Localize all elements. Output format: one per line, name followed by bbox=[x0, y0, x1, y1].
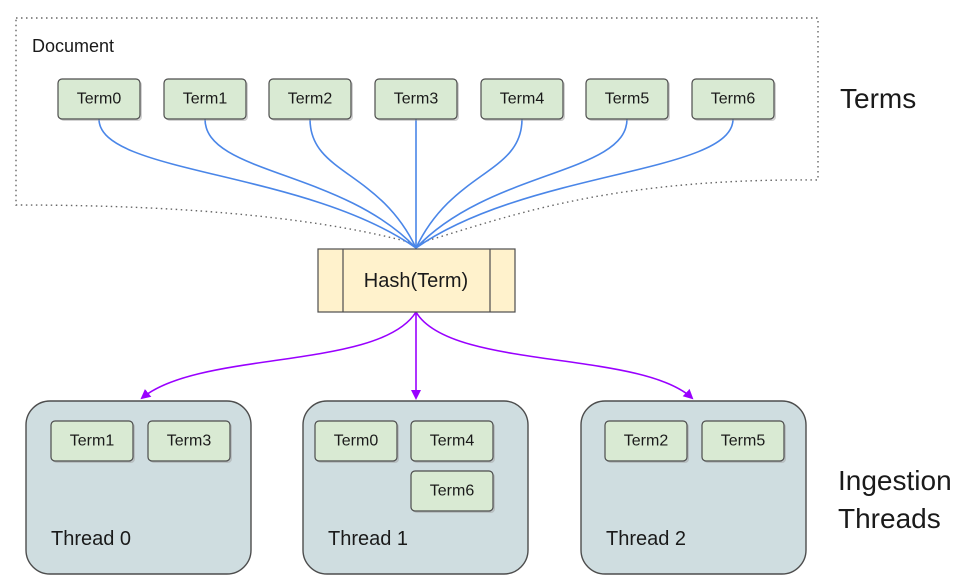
hash-to-thread-0-edge bbox=[140, 311, 417, 400]
document-term-3-label: Term3 bbox=[394, 91, 439, 108]
document-term-0: Term0 bbox=[57, 78, 142, 121]
document-term-0-label: Term0 bbox=[77, 91, 122, 108]
document-term-2-label: Term2 bbox=[288, 91, 333, 108]
ingestion-threads-label-line2: Threads bbox=[838, 503, 941, 534]
thread-1-term-2-label: Term6 bbox=[430, 483, 475, 500]
thread-1-label: Thread 1 bbox=[328, 528, 408, 550]
thread-0-term-0: Term1 bbox=[50, 420, 135, 463]
document-term-4: Term4 bbox=[480, 78, 565, 121]
document-term-5-label: Term5 bbox=[605, 91, 650, 108]
document-term-6: Term6 bbox=[691, 78, 776, 121]
hash-function-box: Hash(Term) bbox=[317, 248, 516, 313]
document-term-1-label: Term1 bbox=[183, 91, 228, 108]
thread-1-term-0-label: Term0 bbox=[334, 433, 379, 450]
thread-1-term-1-label: Term4 bbox=[430, 433, 475, 450]
terms-side-label: Terms bbox=[840, 83, 916, 114]
hash-function-label: Hash(Term) bbox=[364, 270, 468, 292]
thread-0-term-1: Term3 bbox=[147, 420, 232, 463]
document-term-6-label: Term6 bbox=[711, 91, 756, 108]
document-region bbox=[15, 17, 819, 245]
thread-0-term-0-label: Term1 bbox=[70, 433, 115, 450]
thread-2-term-0: Term2 bbox=[604, 420, 689, 463]
document-label: Document bbox=[32, 36, 114, 56]
ingestion-threads-label-line1: Ingestion bbox=[838, 465, 952, 496]
term-4-to-hash-edge bbox=[415, 118, 523, 249]
document-term-4-label: Term4 bbox=[500, 91, 545, 108]
hash-to-thread-edges bbox=[140, 311, 694, 400]
thread-0-label: Thread 0 bbox=[51, 528, 131, 550]
term-2-to-hash-edge bbox=[309, 118, 417, 249]
term-0-to-hash-edge bbox=[98, 118, 417, 249]
thread-1-term-0: Term0 bbox=[314, 420, 399, 463]
thread-2-term-0-label: Term2 bbox=[624, 433, 669, 450]
document-term-5: Term5 bbox=[585, 78, 670, 121]
thread-2-label: Thread 2 bbox=[606, 528, 686, 550]
thread-1-term-2: Term6 bbox=[410, 470, 495, 513]
document-term-3: Term3 bbox=[374, 78, 459, 121]
term-5-to-hash-edge bbox=[415, 118, 628, 249]
thread-2-term-1-label: Term5 bbox=[721, 433, 766, 450]
hash-to-thread-2-edge bbox=[415, 311, 694, 400]
term-to-hash-edges bbox=[98, 118, 734, 249]
document-term-1: Term1 bbox=[163, 78, 248, 121]
document-terms: Term0 Term1 Term2 Term3 Term4 Term5 Term6 bbox=[57, 78, 776, 121]
thread-1-term-1: Term4 bbox=[410, 420, 495, 463]
thread-0-term-1-label: Term3 bbox=[167, 433, 212, 450]
document-term-2: Term2 bbox=[268, 78, 353, 121]
term-6-to-hash-edge bbox=[415, 118, 734, 249]
thread-2-term-1: Term5 bbox=[701, 420, 786, 463]
term-1-to-hash-edge bbox=[204, 118, 417, 249]
